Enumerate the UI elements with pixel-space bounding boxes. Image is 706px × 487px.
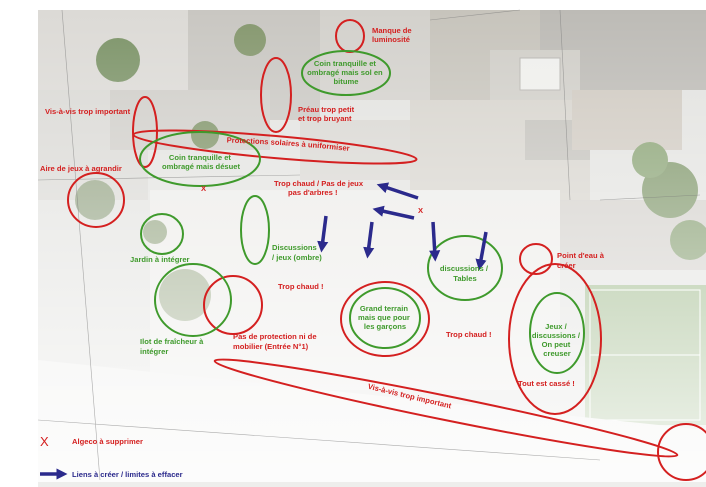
label-coin-tranquille-2: Coin tranquille et ombragé mais désuet	[162, 153, 241, 171]
label-trop-chaud-arbres: Trop chaud / Pas de jeux pas d'arbres !	[274, 179, 365, 197]
label-jeux-discussions: Jeux / discussions / On peut creuser	[532, 322, 582, 358]
label-vis-a-vis-1: Vis-à-vis trop important	[45, 107, 131, 116]
label-coin-tranquille-1: Coin tranquille et ombragé mais sol en b…	[307, 59, 385, 86]
vis-a-vis-ellipse-2	[213, 358, 679, 458]
discussions-ombre-ellipse	[240, 195, 270, 265]
red-markings	[67, 19, 706, 481]
grand-terrain-red	[340, 281, 430, 357]
label-tout-casse: Tout est cassé !	[518, 379, 575, 388]
label-pas-protection: Pas de protection ni de mobilier (Entrée…	[233, 332, 319, 351]
label-discussions-ombre: Discussions / jeux (ombre)	[272, 243, 322, 262]
legend-liens-label: Liens à créer / limites à effacer	[72, 470, 183, 479]
aire-jeux-circle	[67, 172, 125, 228]
corner-circle	[657, 423, 706, 481]
label-jardin: Jardin à intégrer	[130, 255, 190, 264]
preau-ellipse	[260, 57, 292, 133]
ilot-green-circle	[154, 263, 232, 337]
label-preau: Préau trop petit et trop bruyant	[298, 105, 356, 123]
arrow	[376, 182, 419, 200]
jeux-green-ellipse	[529, 292, 585, 374]
ilot-red-circle	[203, 275, 263, 335]
arrow	[475, 231, 488, 271]
link-arrows	[317, 182, 488, 271]
label-aire-jeux: Aire de jeux à agrandir	[40, 164, 122, 173]
legend: X Algeco à supprimer Liens à créer / lim…	[40, 434, 183, 480]
label-trop-chaud-1: Trop chaud !	[278, 282, 324, 291]
label-grand-terrain: Grand terrain mais que pour les garçons	[358, 304, 412, 331]
coin-tranquille-ellipse-1	[301, 50, 391, 96]
arrow	[372, 205, 415, 220]
label-point-eau: Point d'eau à créer	[557, 251, 606, 270]
algeco-marker: X	[418, 206, 423, 215]
green-markings	[139, 50, 585, 374]
legend-x-symbol: X	[40, 434, 49, 449]
vis-a-vis-ellipse-1	[132, 96, 158, 168]
protections-ellipse	[132, 129, 418, 165]
label-ilot: Ilot de fraîcheur à intégrer	[140, 337, 205, 356]
label-discussions-tables: discussions / Tables	[440, 264, 490, 283]
discussions-tables-circle	[427, 235, 503, 301]
coin-tranquille-ellipse-2	[139, 131, 261, 187]
label-trop-chaud-2: Trop chaud !	[446, 330, 492, 339]
jardin-circle	[140, 213, 184, 255]
arrow	[363, 221, 375, 259]
arrow	[429, 221, 441, 262]
legend-algeco-label: Algeco à supprimer	[72, 437, 143, 446]
algeco-marker: X	[201, 184, 206, 193]
jeux-red-ellipse	[508, 263, 602, 415]
point-eau-circle	[519, 243, 553, 275]
label-manque-luminosite: Manque de luminosité	[372, 26, 414, 44]
grand-terrain-green	[349, 287, 421, 349]
arrow	[317, 215, 329, 253]
